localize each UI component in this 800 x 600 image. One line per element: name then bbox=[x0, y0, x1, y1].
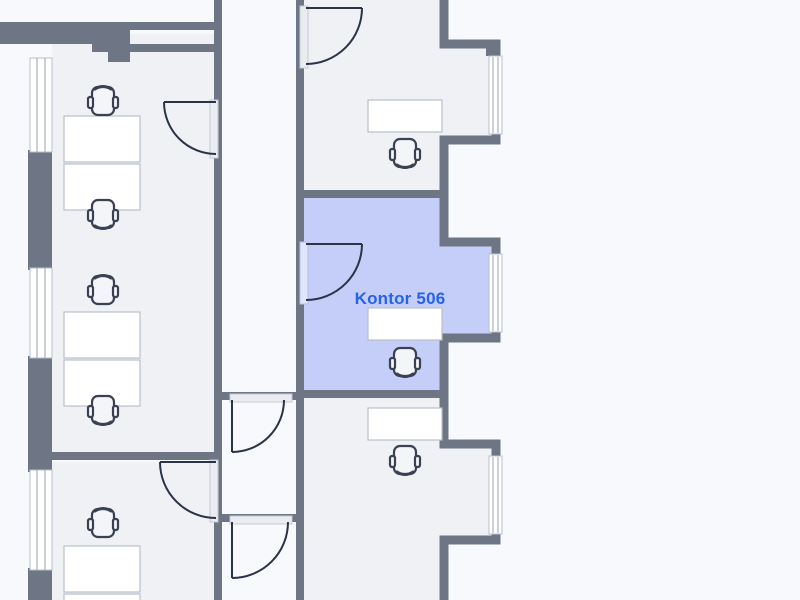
wall-divider-506-south bbox=[304, 390, 446, 398]
room-office-lower-right[interactable] bbox=[302, 394, 492, 600]
wall-topleft-partition-h2 bbox=[92, 44, 222, 52]
room-vestibule[interactable] bbox=[228, 396, 302, 600]
door-kontor-506[interactable] bbox=[299, 241, 363, 305]
door-vestibule-south[interactable] bbox=[229, 515, 293, 579]
chair[interactable] bbox=[388, 444, 422, 476]
chair[interactable] bbox=[86, 198, 120, 230]
desk[interactable] bbox=[63, 115, 141, 163]
chair[interactable] bbox=[86, 85, 120, 117]
door-upper-left-office[interactable] bbox=[163, 99, 219, 159]
wall-topleft-partition-v bbox=[92, 22, 100, 48]
window-east-1 bbox=[488, 55, 503, 135]
desk[interactable] bbox=[63, 545, 141, 593]
door-lower-left-office[interactable] bbox=[159, 459, 219, 523]
desk-group bbox=[63, 99, 443, 600]
desk[interactable] bbox=[367, 99, 443, 133]
window-west-2 bbox=[29, 267, 53, 359]
door-upper-right-office[interactable] bbox=[299, 5, 363, 69]
chair[interactable] bbox=[86, 507, 120, 539]
window-east-2 bbox=[488, 253, 503, 333]
desk[interactable] bbox=[367, 407, 443, 441]
chair[interactable] bbox=[388, 137, 422, 169]
chair-group bbox=[86, 85, 422, 539]
wall-west-1 bbox=[28, 150, 52, 270]
desk[interactable] bbox=[63, 311, 141, 359]
chair[interactable] bbox=[86, 394, 120, 426]
window-west-1 bbox=[29, 57, 53, 153]
wall-topleft-partition-h bbox=[92, 22, 222, 30]
door-vestibule-north[interactable] bbox=[229, 393, 293, 453]
chair[interactable] bbox=[86, 274, 120, 306]
wall-left-divider-1 bbox=[52, 452, 220, 460]
wall-west-3 bbox=[28, 568, 52, 600]
wall-divider-506-north bbox=[304, 190, 446, 198]
desk[interactable] bbox=[63, 593, 141, 600]
wall-vestibule-right bbox=[296, 392, 304, 522]
desk-kontor-506[interactable] bbox=[367, 307, 443, 341]
wall-left-corridor bbox=[214, 0, 222, 600]
window-west-3 bbox=[29, 469, 53, 571]
window-east-3 bbox=[488, 455, 503, 535]
wall-west-2 bbox=[28, 356, 52, 472]
room-label-kontor-506[interactable]: Kontor 506 bbox=[355, 289, 446, 308]
chair-kontor-506[interactable] bbox=[388, 346, 422, 378]
door-group bbox=[159, 5, 363, 579]
